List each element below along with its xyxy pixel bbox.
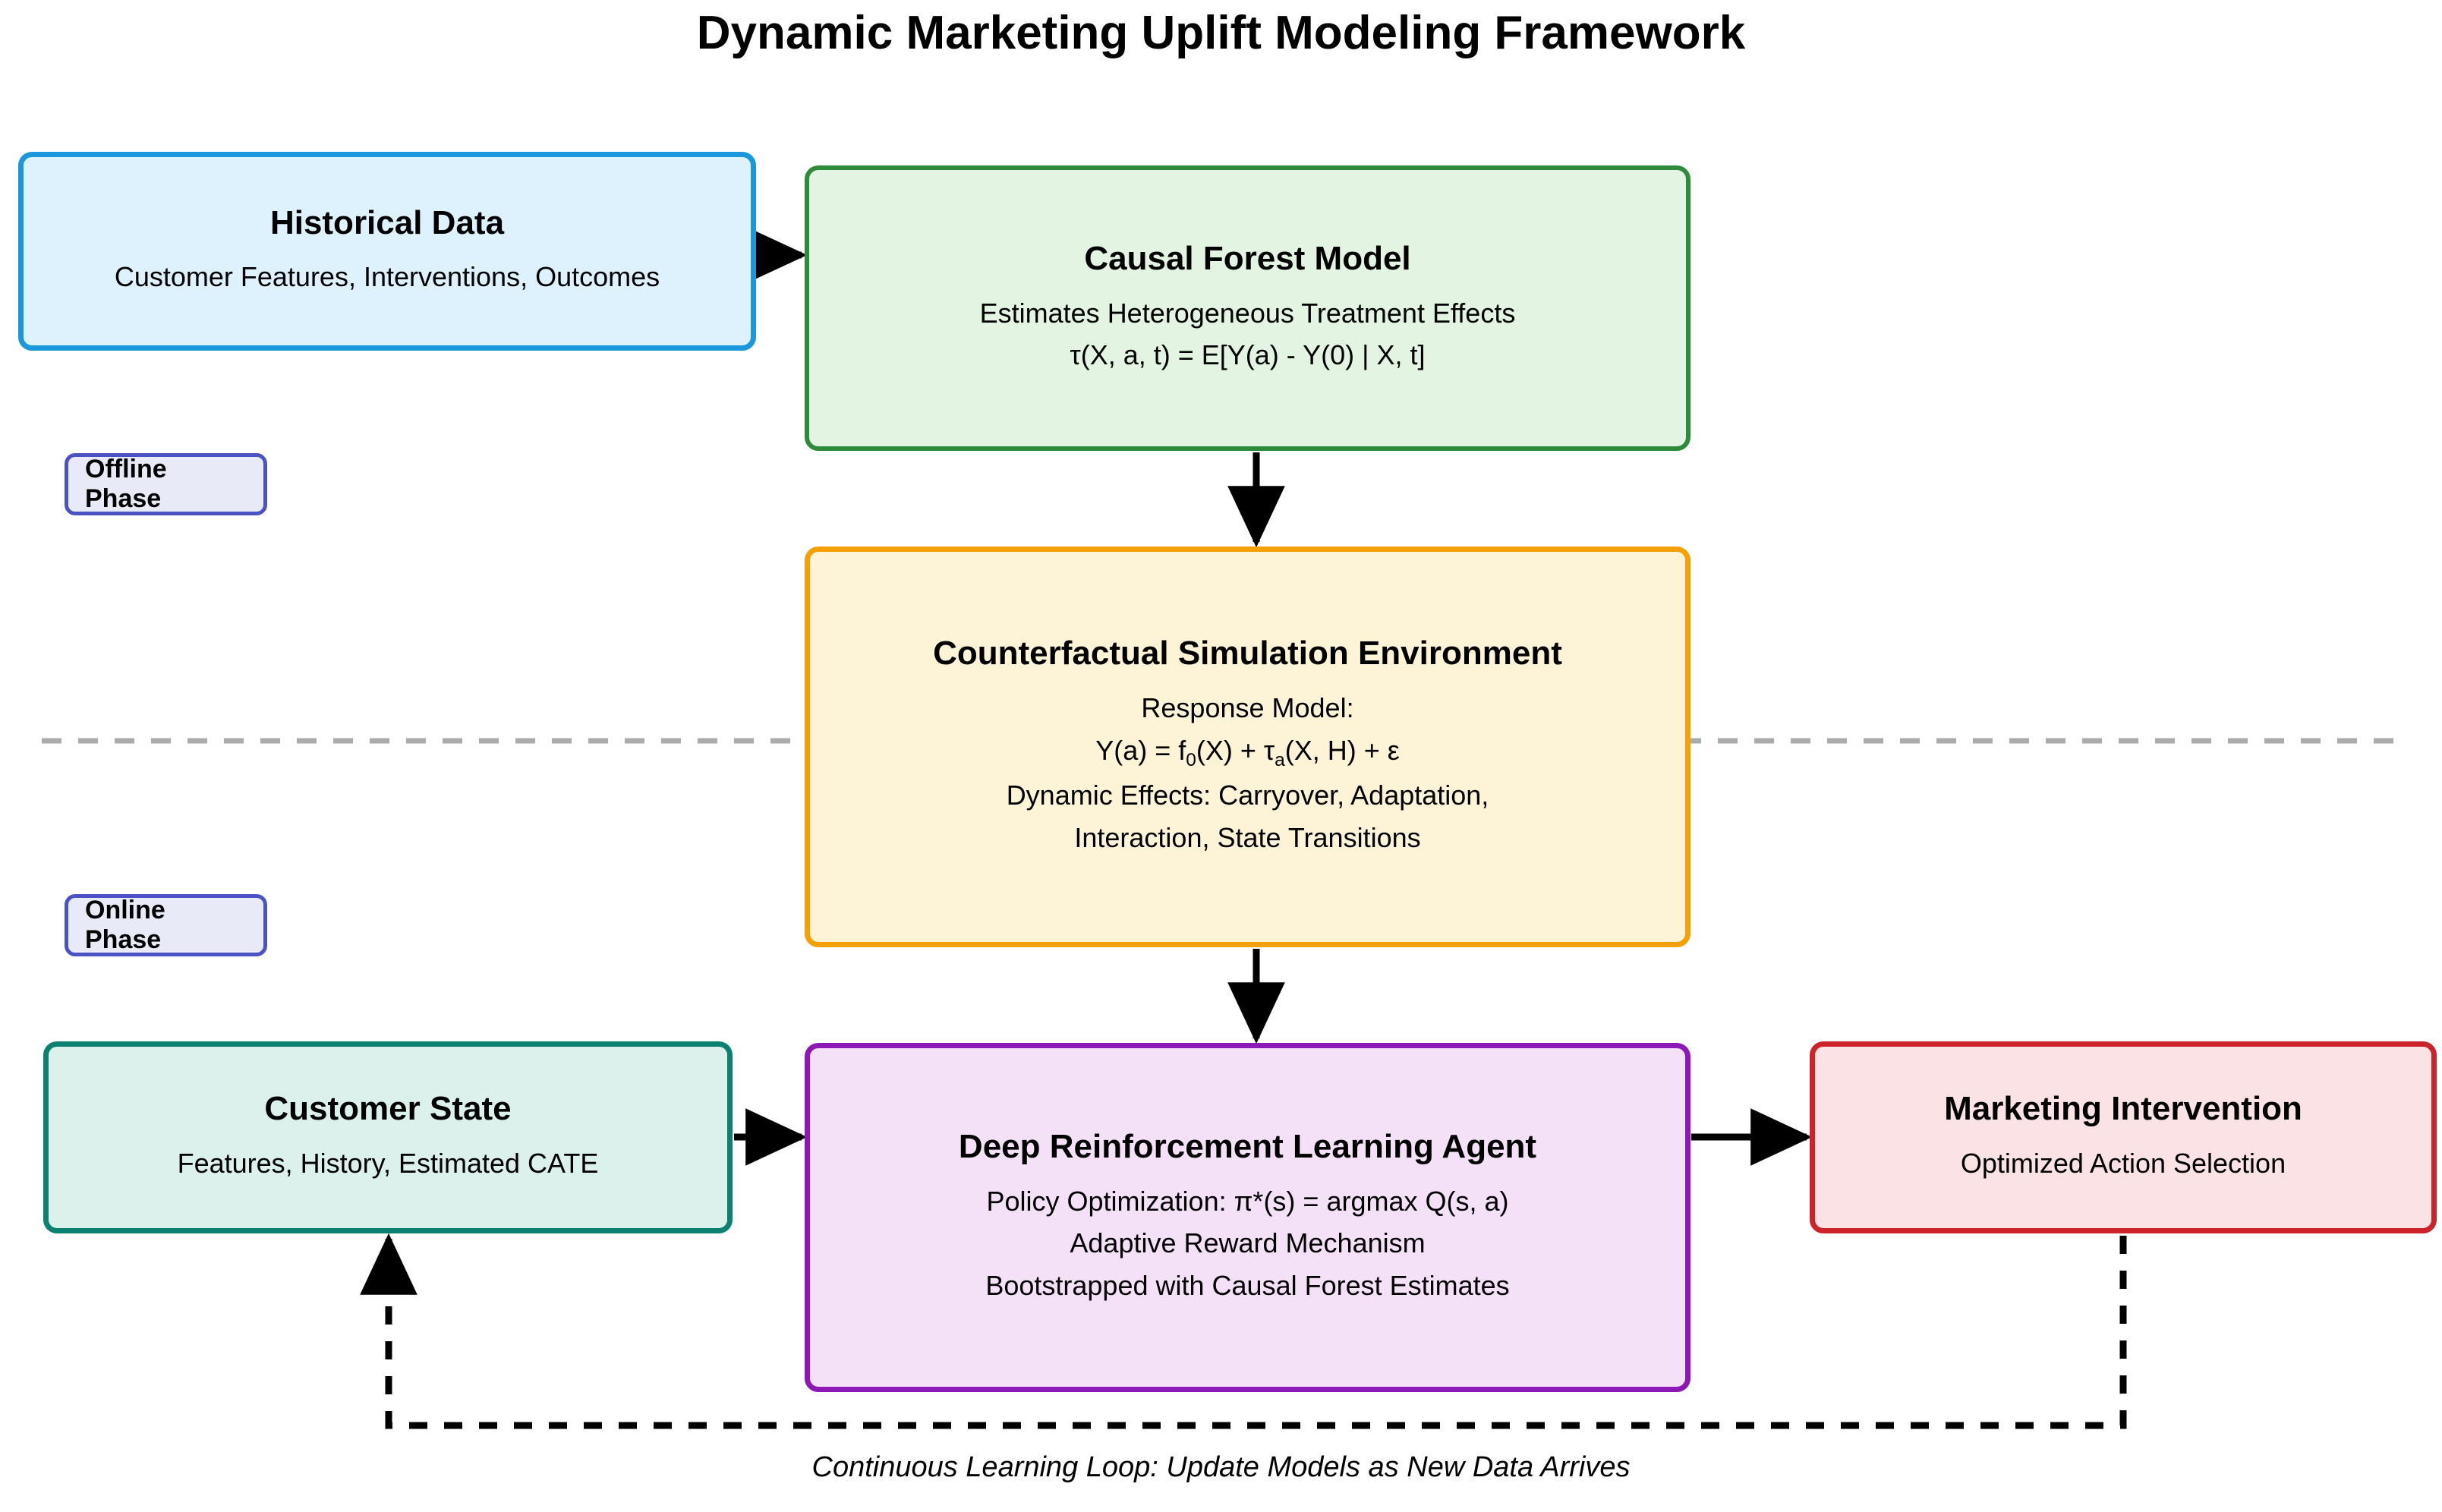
formula-lhs: Y(a) = f bbox=[1095, 734, 1186, 766]
node-marketing-intervention-line-1: Optimized Action Selection bbox=[1960, 1147, 2286, 1179]
page-title: Dynamic Marketing Uplift Modeling Framew… bbox=[696, 7, 1746, 59]
node-counterfactual-line-1: Response Model: bbox=[1141, 691, 1354, 723]
node-counterfactual-line-3: Dynamic Effects: Carryover, Adaptation, bbox=[1006, 780, 1489, 811]
node-marketing-intervention[interactable]: Marketing Intervention Optimized Action … bbox=[1810, 1041, 2437, 1233]
node-historical-data-title: Historical Data bbox=[269, 203, 505, 241]
formula-sub-0: 0 bbox=[1186, 749, 1196, 770]
node-marketing-intervention-title: Marketing Intervention bbox=[1944, 1090, 2302, 1128]
node-causal-forest-model-title: Causal Forest Model bbox=[1084, 239, 1411, 277]
node-counterfactual-simulation-environment[interactable]: Counterfactual Simulation Environment Re… bbox=[805, 547, 1690, 947]
node-deep-reinforcement-learning-agent[interactable]: Deep Reinforcement Learning Agent Policy… bbox=[805, 1043, 1690, 1392]
formula-sub-a: a bbox=[1275, 749, 1285, 770]
node-counterfactual-formula: Y(a) = f0(X) + τa(X, H) + ε bbox=[1095, 729, 1400, 775]
formula-rhs: (X, H) + ε bbox=[1284, 734, 1400, 766]
node-historical-data[interactable]: Historical Data Customer Features, Inter… bbox=[18, 152, 756, 351]
phase-badge-offline-label: Offline Phase bbox=[85, 455, 167, 513]
node-drl-title: Deep Reinforcement Learning Agent bbox=[958, 1128, 1537, 1165]
node-causal-forest-model-formula: τ(X, a, t) = E[Y(a) - Y(0) | X, t] bbox=[1070, 339, 1426, 371]
phase-badge-online-label: Online Phase bbox=[85, 896, 165, 954]
node-drl-line-2: Adaptive Reward Mechanism bbox=[1070, 1227, 1426, 1259]
formula-mid: (X) + τ bbox=[1196, 734, 1275, 766]
node-drl-line-3: Bootstrapped with Causal Forest Estimate… bbox=[985, 1270, 1510, 1302]
node-customer-state-title: Customer State bbox=[264, 1090, 512, 1128]
node-customer-state[interactable]: Customer State Features, History, Estima… bbox=[43, 1041, 733, 1233]
node-drl-line-1: Policy Optimization: π*(s) = argmax Q(s,… bbox=[986, 1185, 1509, 1217]
feedback-loop-caption: Continuous Learning Loop: Update Models … bbox=[811, 1451, 1631, 1483]
node-causal-forest-model[interactable]: Causal Forest Model Estimates Heterogene… bbox=[805, 165, 1690, 451]
phase-badge-offline[interactable]: Offline Phase bbox=[65, 453, 267, 515]
phase-badge-online[interactable]: Online Phase bbox=[65, 894, 267, 956]
node-customer-state-line-1: Features, History, Estimated CATE bbox=[177, 1147, 599, 1179]
node-historical-data-line-1: Customer Features, Interventions, Outcom… bbox=[114, 261, 660, 293]
node-causal-forest-model-line-1: Estimates Heterogeneous Treatment Effect… bbox=[979, 297, 1516, 329]
node-counterfactual-title: Counterfactual Simulation Environment bbox=[933, 635, 1562, 673]
node-counterfactual-line-4: Interaction, State Transitions bbox=[1074, 822, 1421, 854]
